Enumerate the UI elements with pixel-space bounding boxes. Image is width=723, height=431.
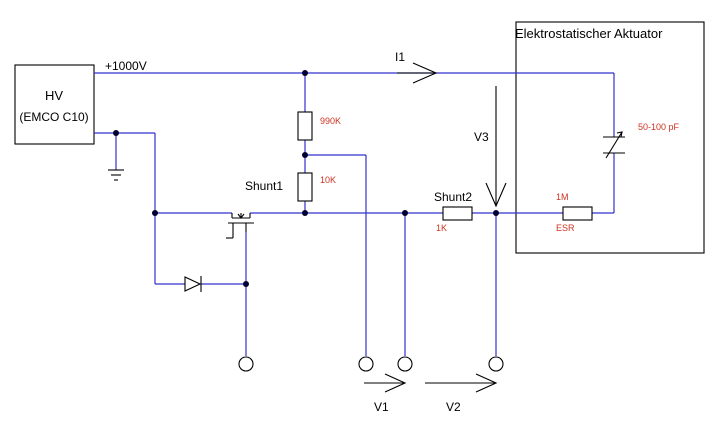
resistor-esr bbox=[562, 206, 593, 221]
terminal-v2 bbox=[397, 356, 413, 372]
shunt1-value: 10K bbox=[320, 175, 336, 185]
shunt1-label: Shunt1 bbox=[245, 179, 283, 193]
capacitance-value: 50-100 pF bbox=[638, 122, 680, 132]
esr-value: 1M bbox=[556, 192, 569, 202]
current-arrow-icon bbox=[397, 62, 438, 84]
wiring bbox=[94, 72, 615, 356]
shunt2-label: Shunt2 bbox=[434, 190, 472, 204]
mosfet-icon bbox=[226, 213, 254, 239]
resistor-990k-value: 990K bbox=[320, 116, 341, 126]
junction-dots bbox=[113, 70, 499, 287]
resistor-shunt1 bbox=[297, 172, 313, 202]
terminal-v1 bbox=[358, 356, 374, 372]
v2-label: V2 bbox=[446, 400, 461, 414]
hv-title: HV bbox=[45, 88, 63, 103]
shunt2-value: 1K bbox=[436, 223, 447, 233]
supply-voltage-label: +1000V bbox=[105, 59, 147, 73]
diode-icon bbox=[184, 276, 202, 292]
resistor-shunt2 bbox=[442, 206, 473, 221]
actuator-title: Elektrostatischer Aktuator bbox=[515, 26, 663, 41]
ground-icon bbox=[108, 169, 124, 181]
v1-arrow-icon bbox=[364, 373, 407, 393]
current-label: I1 bbox=[395, 50, 405, 64]
hv-model: (EMCO C10) bbox=[19, 110, 88, 124]
resistor-990k bbox=[297, 111, 313, 141]
hv-supply-block bbox=[14, 64, 95, 145]
terminal-v3 bbox=[488, 356, 504, 372]
v3-arrow-icon bbox=[485, 86, 507, 208]
esr-label: ESR bbox=[556, 223, 575, 233]
v3-label: V3 bbox=[474, 130, 489, 144]
v2-arrow-icon bbox=[425, 373, 498, 393]
v1-label: V1 bbox=[374, 400, 389, 414]
terminal-gate bbox=[238, 356, 254, 372]
variable-capacitor-icon bbox=[603, 131, 625, 159]
actuator-block bbox=[515, 21, 705, 254]
